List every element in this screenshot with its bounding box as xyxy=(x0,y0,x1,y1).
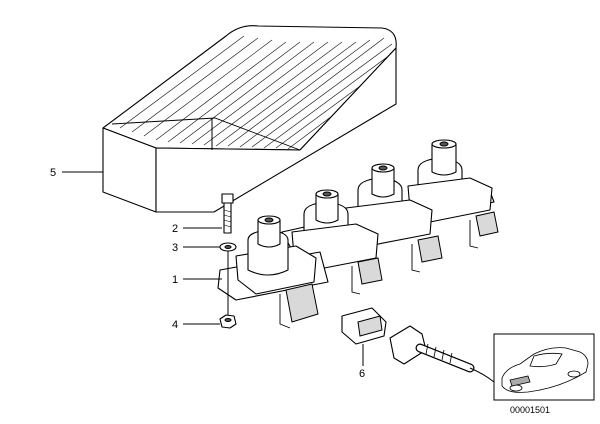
nut[interactable] xyxy=(219,314,237,329)
coil-cover[interactable] xyxy=(102,25,397,213)
callout-1: 1 xyxy=(172,274,178,286)
car-icon xyxy=(501,347,589,393)
wiring-cable[interactable] xyxy=(389,325,495,383)
callout-6: 6 xyxy=(359,368,365,380)
reference-number: 00001501 xyxy=(510,405,550,415)
ignition-coil-pack[interactable] xyxy=(217,139,499,329)
vehicle-reference-inset xyxy=(493,333,595,401)
callout-2: 2 xyxy=(172,223,178,235)
washer[interactable] xyxy=(219,242,237,252)
callout-3: 3 xyxy=(172,242,178,254)
leader-lines xyxy=(62,171,364,366)
callout-5: 5 xyxy=(50,167,56,179)
bolt[interactable] xyxy=(221,193,234,234)
callout-4: 4 xyxy=(172,319,178,331)
connector-plug[interactable] xyxy=(341,307,387,345)
